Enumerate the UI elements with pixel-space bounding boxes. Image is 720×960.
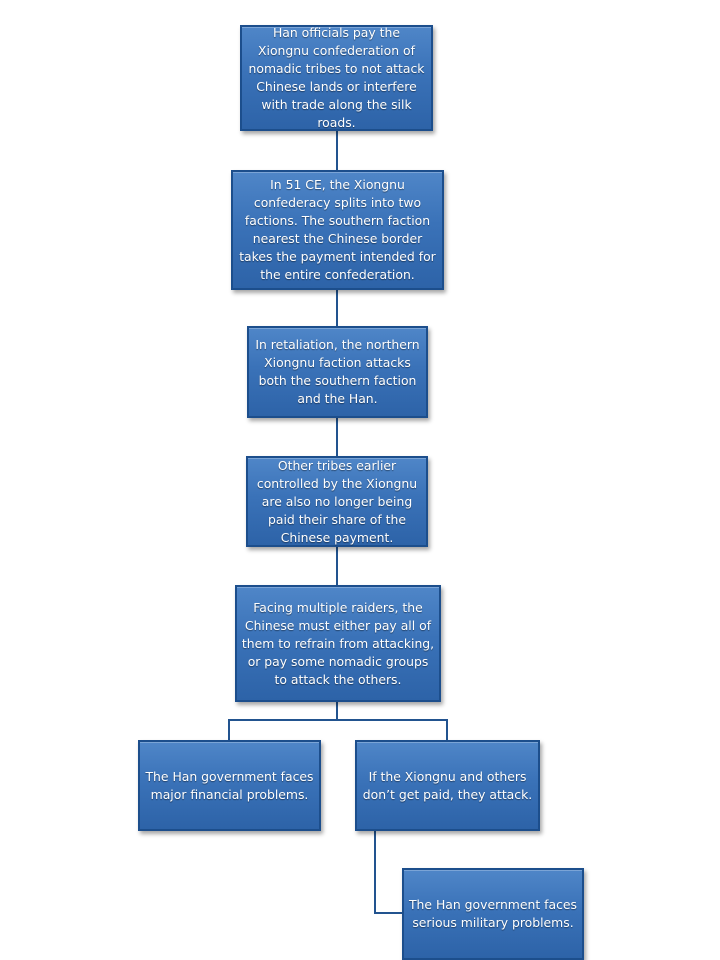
node-text: Han officials pay the Xiongnu confederat… (248, 25, 425, 130)
node-xiongnu-split: In 51 CE, the Xiongnu confederacy splits… (231, 170, 444, 290)
node-unpaid-attack: If the Xiongnu and others don’t get paid… (355, 740, 540, 831)
connector-5-7 (336, 702, 448, 740)
node-financial-problems: The Han government faces major financial… (138, 740, 321, 831)
node-text: The Han government faces major financial… (145, 768, 314, 802)
node-text: The Han government faces serious militar… (408, 897, 577, 930)
node-other-tribes-unpaid: Other tribes earlier controlled by the X… (246, 456, 428, 547)
node-text: Facing multiple raiders, the Chinese mus… (241, 599, 435, 687)
node-military-problems: The Han government faces serious militar… (402, 868, 584, 960)
node-text: In retaliation, the northern Xiongnu fac… (255, 337, 420, 406)
node-multiple-raiders: Facing multiple raiders, the Chinese mus… (235, 585, 441, 702)
connector-5-6 (228, 702, 338, 740)
connector-7-8 (374, 831, 402, 914)
node-text: If the Xiongnu and others don’t get paid… (362, 768, 533, 802)
node-northern-retaliation: In retaliation, the northern Xiongnu fac… (247, 326, 428, 418)
node-text: Other tribes earlier controlled by the X… (256, 457, 418, 545)
node-text: In 51 CE, the Xiongnu confederacy splits… (239, 177, 436, 282)
node-han-pays-xiongnu: Han officials pay the Xiongnu confederat… (240, 25, 433, 131)
